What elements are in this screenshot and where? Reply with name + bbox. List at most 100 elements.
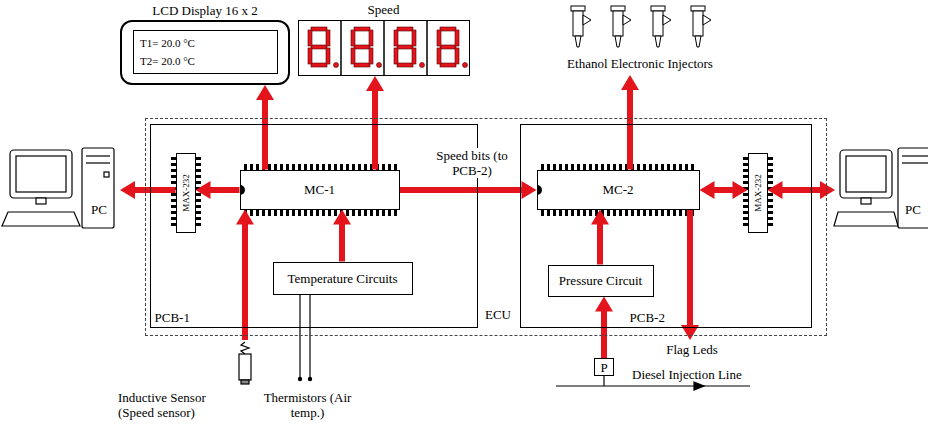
chip-label: MAX-232 (181, 174, 191, 212)
digit-segment (369, 48, 373, 64)
chip-pin (577, 210, 580, 216)
chip-pin (328, 210, 331, 216)
injector-group: Ethanol Electronic Injectors (550, 5, 730, 75)
microcontroller-chip: MC-1 (240, 170, 400, 210)
digit-divider (426, 20, 428, 76)
digit-segment (311, 45, 327, 49)
chip-pin (196, 223, 201, 226)
chip-pin (376, 210, 379, 216)
chip-pin (262, 210, 265, 216)
digit-segment (397, 45, 413, 49)
injector-nozzle (655, 36, 661, 47)
digit-segment (437, 30, 441, 46)
chip-pin (322, 210, 325, 216)
arrow-head (700, 181, 715, 199)
chip-pin (631, 210, 634, 216)
chip-pin (679, 210, 682, 216)
arrow-shaft (242, 223, 248, 341)
lcd-display: LCD Display 16 x 2T1= 20.0 °CT2= 20.0 °C (120, 20, 290, 85)
digit-segment (308, 30, 312, 46)
chip-pin (768, 193, 773, 196)
chip-pin (352, 210, 355, 216)
decimal-point (334, 63, 339, 68)
injector-connector (583, 15, 591, 25)
digit-segment (326, 30, 330, 46)
injector-cap (691, 6, 705, 11)
digit-segment (455, 48, 459, 64)
speed-display: Speed (298, 20, 470, 76)
chip-pin (655, 210, 658, 216)
node-text: PCB-1 (155, 310, 190, 325)
decimal-point (420, 63, 425, 68)
pc-left-drawing (2, 148, 114, 228)
arrow-head (196, 181, 211, 199)
node-text: Pressure Circuit (559, 273, 642, 288)
arrow-shaft (262, 98, 268, 170)
chip-pin (316, 210, 319, 216)
chip-pin (298, 210, 301, 216)
chip-pin (625, 210, 628, 216)
node-text: MC-1 (304, 182, 335, 197)
chip-label: MAX-232 (753, 174, 763, 212)
node-text: Inductive Sensor (Speed sensor) (118, 390, 236, 420)
chip-pin (196, 211, 201, 214)
microcontroller-chip: MC-2 (537, 170, 700, 210)
chip-pin (768, 157, 773, 160)
chip-pin (292, 210, 295, 216)
chip-pin (304, 210, 307, 216)
node-text: PC (84, 202, 114, 217)
decimal-point (463, 63, 468, 68)
thermistor-bead (298, 377, 302, 381)
chip-pin (768, 199, 773, 202)
annotation-label: Diesel Injection Line (632, 367, 742, 382)
chip-pin (768, 163, 773, 166)
chip-pin (256, 210, 259, 216)
arrow-connector (236, 210, 254, 341)
chip-pin (547, 210, 550, 216)
digit-segment (351, 30, 355, 46)
injector-body (573, 11, 583, 36)
injector-nozzle (615, 36, 621, 47)
chip-pin (310, 210, 313, 216)
chip-pin (553, 210, 556, 216)
arrow-connector (700, 181, 748, 199)
node-text: T1= 20.0 °C (140, 36, 195, 51)
digit-segment (440, 45, 456, 49)
wire (299, 295, 300, 379)
thermistor-bead (308, 377, 312, 381)
edge-label: Speed bits (to PCB-2) (428, 148, 516, 178)
chip-pin (196, 205, 201, 208)
digit-segment (369, 30, 373, 46)
arrow-head (820, 181, 835, 199)
chip-pin (358, 210, 361, 216)
node-text: MC-2 (602, 182, 633, 197)
arrow-head (621, 75, 639, 90)
arrow-connector (681, 210, 699, 341)
chip-pin (768, 211, 773, 214)
chip-pin (250, 210, 253, 216)
arrow-head (768, 181, 783, 199)
chip-pin (196, 163, 201, 166)
digit-segment (397, 27, 413, 31)
chip-pin (667, 210, 670, 216)
chip-pin (607, 210, 610, 216)
node-text: Speed (299, 2, 468, 17)
arrow-shaft (209, 187, 240, 193)
arrow-head (120, 181, 135, 199)
arrow-connector (591, 210, 609, 265)
chip-pin (388, 210, 391, 216)
chip-pin (649, 210, 652, 216)
chip-pin (768, 223, 773, 226)
speed-sensor-drawing (239, 342, 251, 384)
injector-cap (611, 6, 625, 11)
pressure-sensor: P (594, 358, 614, 376)
injector-cap (571, 6, 585, 11)
digit-segment (394, 48, 398, 64)
node-text: PC (899, 202, 927, 217)
speed-sensor: Inductive Sensor (Speed sensor) (118, 340, 253, 424)
arrow-head (595, 297, 613, 312)
node-text: P (600, 360, 607, 375)
chip-pin (196, 175, 201, 178)
chip-pin (619, 210, 622, 216)
digit-segment (412, 30, 416, 46)
